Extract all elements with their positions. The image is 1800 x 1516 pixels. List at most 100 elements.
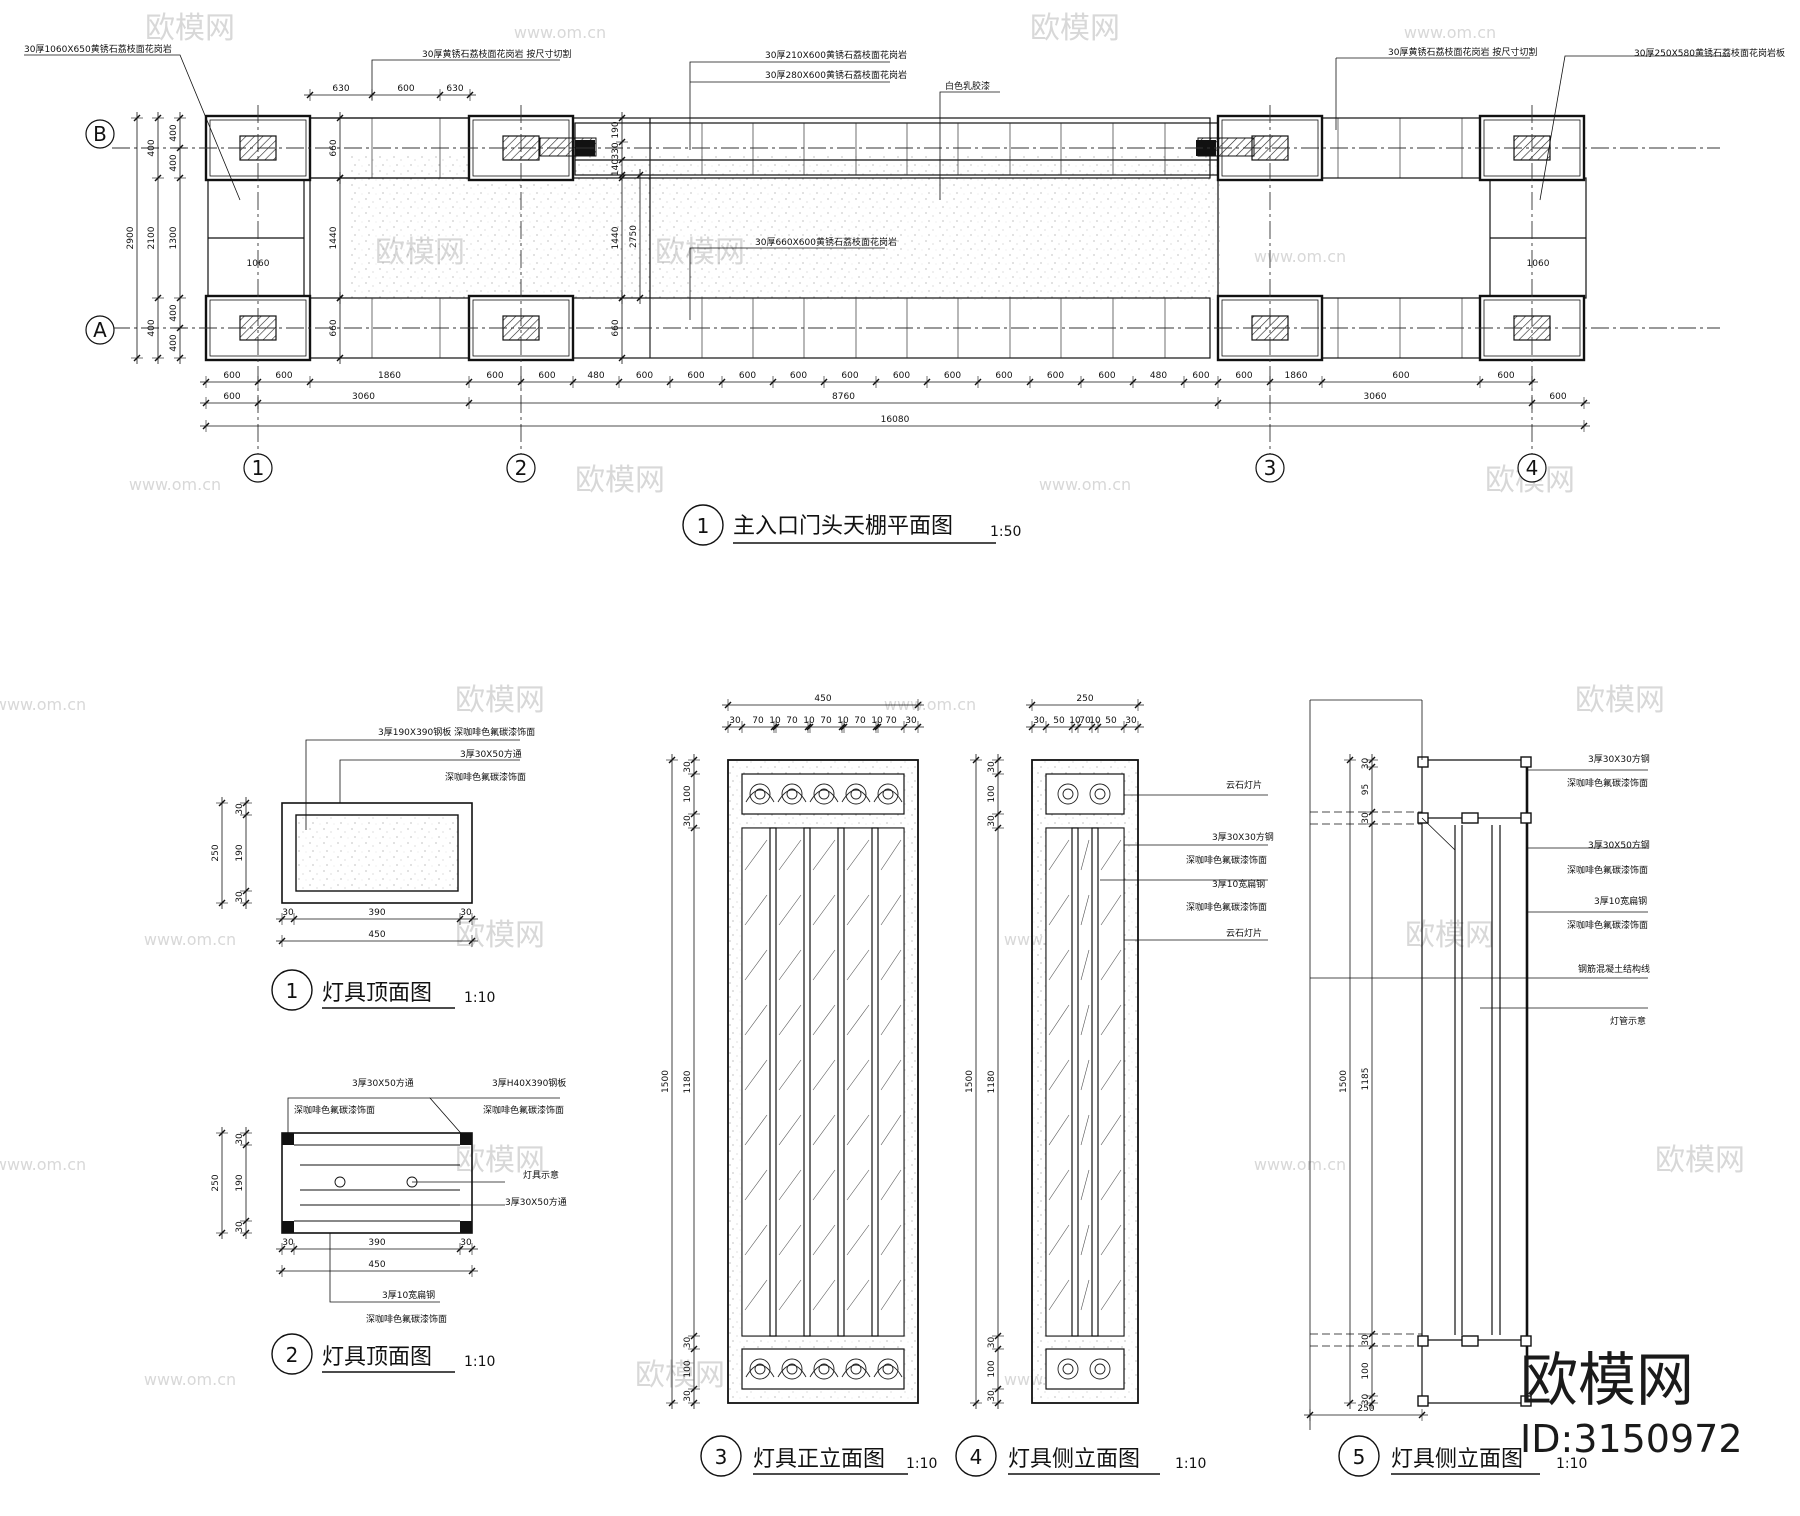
d4-dim-top-parts-0: 30	[1033, 716, 1045, 726]
plan-dim-inner-g-0: 660	[611, 319, 621, 336]
cloud-ornament	[877, 783, 899, 805]
d3-dim-top-parts-4: 10	[803, 716, 815, 726]
d4-dim-v-0: 30	[987, 761, 997, 773]
d5-title: 灯具侧立面图	[1391, 1447, 1523, 1472]
d3-dim-v-1: 100	[683, 785, 693, 802]
watermark-site: 欧模网	[145, 11, 235, 46]
d1-dims-h-0: 30	[282, 908, 294, 918]
d1-dims-h-2: 30	[460, 908, 472, 918]
d2-dims-v-2: 30	[235, 1221, 245, 1233]
plan-dim-inner-d-2: 140	[611, 159, 621, 176]
d3-dim-top-parts-1: 70	[752, 716, 764, 726]
plan-dim-top-1: 600	[397, 84, 414, 94]
plan-dim-top-0: 630	[332, 84, 349, 94]
watermark-url: www.om.cn	[0, 1155, 86, 1174]
flat-steel-bar	[769, 827, 777, 1337]
cloud-ornament	[845, 1358, 867, 1380]
flat-steel-bar	[803, 827, 811, 1337]
watermark-site: 欧模网	[455, 1143, 545, 1178]
watermark-site: 欧模网	[455, 683, 545, 718]
plan-dim-left-outer-0: 2900	[126, 226, 136, 249]
d1-dims-h-1: 390	[368, 908, 385, 918]
plan-dim-row1-1: 600	[275, 371, 292, 381]
d5-note-1: 3厚30X30方钢	[1588, 753, 1650, 765]
grid-bubble-1	[243, 453, 273, 483]
d2-note-2: 深咖啡色氟碳漆饰面	[294, 1104, 375, 1116]
d4-title: 灯具侧立面图	[1008, 1447, 1140, 1472]
d5-dim-v-0: 30	[1361, 758, 1371, 770]
plan-dim-row2-2: 8760	[832, 392, 855, 402]
d4-dim-top-parts-3: 70	[1079, 716, 1091, 726]
d3-dim-top-parts-8: 10	[871, 716, 883, 726]
plan-dim-row1-7: 600	[687, 371, 704, 381]
d4-dim-v-2: 30	[987, 815, 997, 827]
d4-note-5: 深咖啡色氟碳漆饰面	[1186, 901, 1267, 913]
plan-dim-row1-5: 480	[587, 371, 604, 381]
d2-dims-v-0: 30	[235, 1133, 245, 1145]
cloud-ornament	[781, 783, 803, 805]
d1-dims-v-total-0: 250	[211, 844, 221, 861]
d2-dims-v-total-0: 250	[211, 1174, 221, 1191]
watermark-url: www.om.cn	[129, 475, 221, 494]
d3-dim-top-0: 450	[814, 694, 831, 704]
plan-dim-top-2: 630	[446, 84, 463, 94]
d1-scale: 1:10	[464, 990, 495, 1006]
plan-dim-row1-3: 600	[486, 371, 503, 381]
d2-scale: 1:10	[464, 1354, 495, 1370]
d1-dims-v-1: 190	[235, 844, 245, 861]
plan-dim-row1-2: 1860	[378, 371, 401, 381]
d4-dim-top-parts-2: 10	[1069, 716, 1081, 726]
grid-label-2: 2	[515, 456, 528, 480]
watermark-site: 欧模网	[455, 918, 545, 953]
side-panel-2	[1097, 827, 1125, 1337]
plan-dim-row1-21: 600	[1497, 371, 1514, 381]
d4-dim-top-0: 250	[1076, 694, 1093, 704]
plan-dim-row2-3: 3060	[1364, 392, 1387, 402]
d2-dims-h-1: 390	[368, 1238, 385, 1248]
grid-bubble-a	[85, 315, 115, 345]
cloud-ornament	[845, 783, 867, 805]
cloud-ornament	[877, 1358, 899, 1380]
d2-note-6: 3厚30X50方通	[505, 1196, 567, 1208]
cloud-ornament	[813, 783, 835, 805]
cloud-ornament	[1089, 1358, 1111, 1380]
d2-note-8: 深咖啡色氟碳漆饰面	[366, 1313, 447, 1325]
watermark-url: www.om.cn	[144, 930, 236, 949]
flat-steel-bar	[1071, 827, 1079, 1337]
d3-dim-top-parts-10: 30	[905, 716, 917, 726]
d2-note-3: 3厚H40X390钢板	[492, 1077, 566, 1089]
grid-label-3: 3	[1264, 456, 1277, 480]
lamp-panel-3	[843, 827, 873, 1337]
d2-title: 灯具顶面图	[322, 1345, 432, 1370]
plan-title-number: 1	[697, 514, 710, 538]
d3-dim-top-parts-7: 70	[854, 716, 866, 726]
plan-note-3: 30厚210X600黄锈石荔枝面花岗岩	[765, 49, 907, 61]
plan-dim-row1-8: 600	[739, 371, 756, 381]
d4-dim-v-3: 1180	[987, 1070, 997, 1093]
d2-note-5: 灯具示意	[523, 1169, 559, 1181]
cloud-ornament	[1057, 783, 1079, 805]
plan-note-2: 30厚黄锈石荔枝面花岗岩 按尺寸切割	[422, 48, 571, 60]
plan-note-8: 30厚660X600黄锈石荔枝面花岗岩	[755, 236, 897, 248]
side-panel-0	[1045, 827, 1073, 1337]
detail-5-side-section: 3厚30X30方钢 深咖啡色氟碳漆饰面 3厚30X50方钢 深咖啡色氟碳漆饰面 …	[1304, 699, 1650, 1477]
cloud-ornament	[813, 1358, 835, 1380]
d5-dim-bottom-0: 250	[1357, 1404, 1374, 1414]
brand-id: ID:3150972	[1520, 1417, 1743, 1461]
plan-dim-row1-15: 600	[1098, 371, 1115, 381]
grid-bubble-4	[1517, 453, 1547, 483]
plan-dim-inner-a-0: 660	[329, 139, 339, 156]
d2-title-number: 2	[286, 1343, 299, 1367]
d4-note-4: 3厚10宽扁钢	[1212, 878, 1265, 890]
d3-dim-v-5: 100	[683, 1360, 693, 1377]
d4-dim-total-0: 1500	[965, 1070, 975, 1093]
d5-dim-v-2: 30	[1361, 812, 1371, 824]
side-panel-1	[1077, 827, 1093, 1337]
d4-note-1: 云石灯片	[1226, 779, 1262, 791]
d3-dim-v-4: 30	[683, 1337, 693, 1349]
watermark-site: 欧模网	[1655, 1143, 1745, 1178]
d3-title-number: 3	[715, 1445, 728, 1469]
plan-dim-left-mid-0: 400	[147, 139, 157, 156]
watermark-site: 欧模网	[1030, 11, 1120, 46]
